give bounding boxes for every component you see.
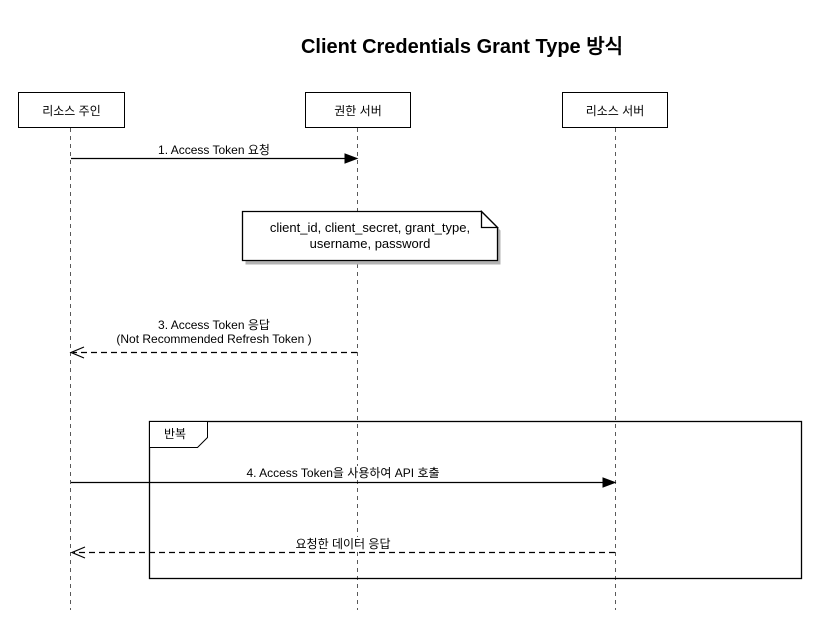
message-5-open-arrowhead: [70, 546, 86, 559]
message-3-open-arrowhead: [69, 346, 85, 359]
note-text: client_id, client_secret, grant_type, us…: [242, 211, 498, 261]
actor-box-auth-server: 권한 서버: [305, 92, 411, 128]
diagram-title: Client Credentials Grant Type 방식: [300, 36, 624, 58]
actor-label-resource-owner: 리소스 주인: [42, 103, 101, 118]
message-5-label: 요청한 데이터 응답: [293, 537, 393, 551]
actor-box-resource-owner: 리소스 주인: [18, 92, 125, 128]
loop-frame: [148, 420, 803, 580]
message-1-label: 1. Access Token 요청: [156, 143, 272, 157]
actor-label-auth-server: 권한 서버: [334, 103, 382, 118]
loop-label: 반복: [163, 427, 187, 441]
actor-label-resource-server: 리소스 서버: [585, 103, 645, 118]
loop-tab: [149, 421, 208, 448]
message-4-label: 4. Access Token을 사용하여 API 호출: [244, 466, 442, 480]
message-4-arrowhead: [602, 477, 617, 488]
message-1-arrowhead: [344, 153, 359, 164]
note-body: [241, 210, 499, 262]
message-3-label: 3. Access Token 응답 (Not Recommended Refr…: [114, 318, 314, 346]
note-line-2: username, password: [309, 236, 431, 251]
actor-box-resource-server: 리소스 서버: [562, 92, 668, 128]
note-fold: [480, 209, 500, 229]
note-line-1: client_id, client_secret, grant_type,: [269, 220, 471, 235]
